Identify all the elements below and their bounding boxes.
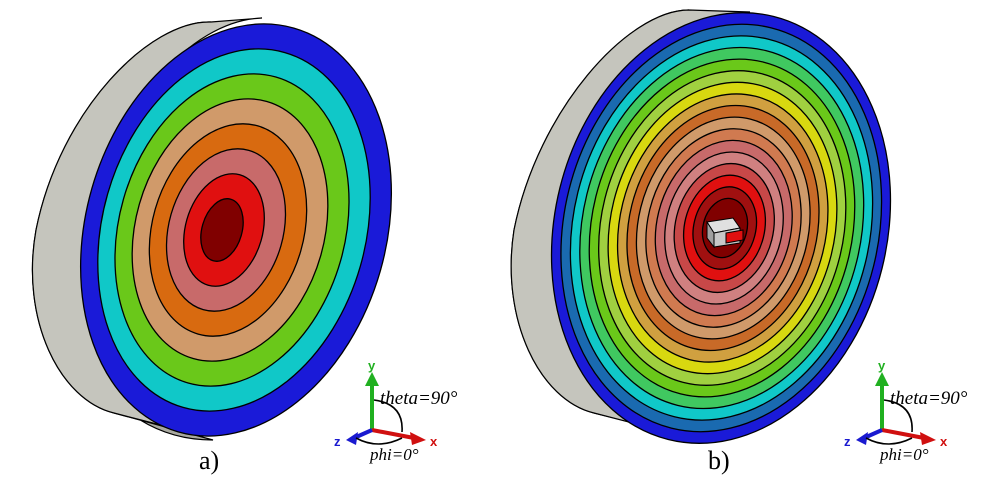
ring-band xyxy=(200,198,244,262)
x-axis-arrow xyxy=(410,432,426,445)
theta-label: theta=90° xyxy=(890,388,968,409)
caption-a: a) xyxy=(199,446,220,475)
phi-arc xyxy=(865,437,913,445)
theta-arc xyxy=(373,399,403,433)
z-axis-arrow xyxy=(346,432,358,445)
concentric-rings xyxy=(79,23,393,437)
y-axis-arrow xyxy=(875,372,889,386)
panel-a xyxy=(31,17,393,441)
theta-arc xyxy=(883,399,913,433)
z-axis-arrow xyxy=(856,432,868,445)
z-axis-label: z xyxy=(334,434,341,449)
x-axis xyxy=(371,428,415,440)
caption-b: b) xyxy=(708,446,730,475)
y-axis-arrow xyxy=(365,372,379,386)
x-axis xyxy=(881,428,925,440)
y-axis-label: y xyxy=(878,358,886,373)
y-axis-label: y xyxy=(368,358,376,373)
x-axis-arrow xyxy=(920,432,936,445)
phi-label: phi=0° xyxy=(369,445,419,464)
x-axis-label: x xyxy=(940,434,948,449)
z-axis-label: z xyxy=(844,434,851,449)
axis-triad-b: y x z theta=90° phi=0° xyxy=(844,358,968,464)
phi-arc xyxy=(355,437,403,445)
feed-block xyxy=(706,217,744,249)
x-axis-label: x xyxy=(430,434,438,449)
feed-port xyxy=(725,229,744,244)
phi-label: phi=0° xyxy=(879,445,929,464)
panel-b xyxy=(510,9,892,444)
axis-triad-a: y x z theta=90° phi=0° xyxy=(334,358,458,464)
theta-label: theta=90° xyxy=(380,388,458,409)
